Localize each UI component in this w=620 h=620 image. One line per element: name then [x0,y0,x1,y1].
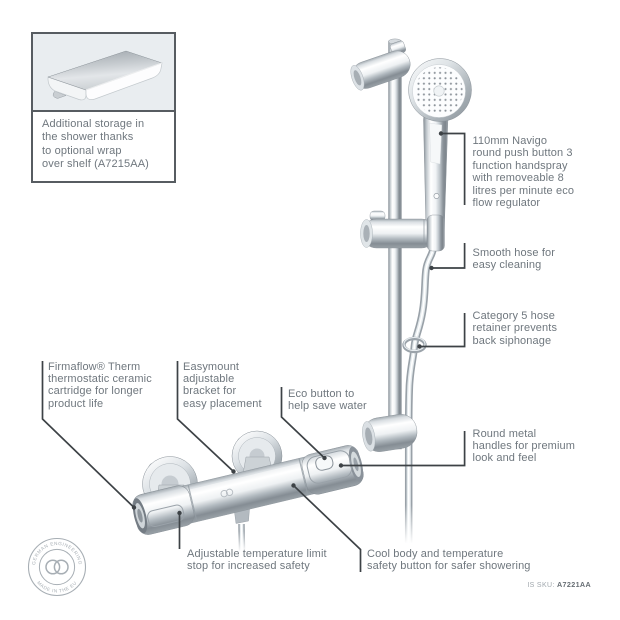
flow-handle [298,445,364,496]
callout-line-round-handles [341,431,466,467]
handspray-function-button [433,193,440,199]
callout-easymount: Easymount adjustable bracket for easy pl… [183,360,262,410]
callout-eco-button: Eco button to help save water [288,388,367,413]
inset-caption: Additional storage in the shower thanks … [42,118,149,171]
sku-line: IS SKU: A7221AA [452,580,591,589]
interlocked-rings-icon [45,559,69,575]
callout-round-handles: Round metal handles for premium look and… [472,427,576,465]
callout-line-category5 [419,313,466,348]
callout-category5: Category 5 hose retainer prevents back s… [472,310,558,347]
wall-bracket-top [350,40,411,91]
sku-label: IS SKU: [527,582,555,589]
slider-bracket [360,210,445,252]
callout-lines [41,132,466,572]
handspray-clamp [426,214,445,252]
wrap-over-shelf-illustration [47,50,163,101]
shelf-image [33,34,174,112]
hose-fade-right [399,505,420,553]
callout-cool-body: Cool body and temperature safety button … [367,548,531,573]
callout-firmaflow: Firmaflow® Therm thermostatic ceramic ca… [48,360,152,410]
brand-mark [220,488,234,498]
handspray-handle [423,111,449,249]
wall-bracket-bottom [362,414,418,452]
callout-dots [131,131,444,516]
german-engineering-badge: GERMAN ENGINEERING MADE IN THE EU [27,537,87,597]
callout-line-navigo [441,132,466,205]
callout-line-cool-body [292,484,362,572]
handspray-head [408,58,472,122]
callout-line-eco [280,387,326,459]
valve-body [132,445,364,535]
callout-navigo: 110mm Navigo round push button 3 functio… [472,135,575,210]
callout-smooth-hose: Smooth hose for easy cleaning [472,246,556,271]
sku-value: A7221AA [556,580,591,589]
hose-fade-left [231,531,253,557]
callout-line-smooth-hose [431,243,466,269]
callout-line-easymount [176,361,235,473]
inset-card: Additional storage in the shower thanks … [31,32,176,183]
temperature-limit-stop [147,504,185,527]
callout-line-firmaflow [41,361,135,509]
callout-temp-limit: Adjustable temperature limit stop for in… [187,548,327,573]
shower-hose [404,245,438,544]
hose-retainer [402,336,427,354]
temperature-handle [132,484,198,535]
